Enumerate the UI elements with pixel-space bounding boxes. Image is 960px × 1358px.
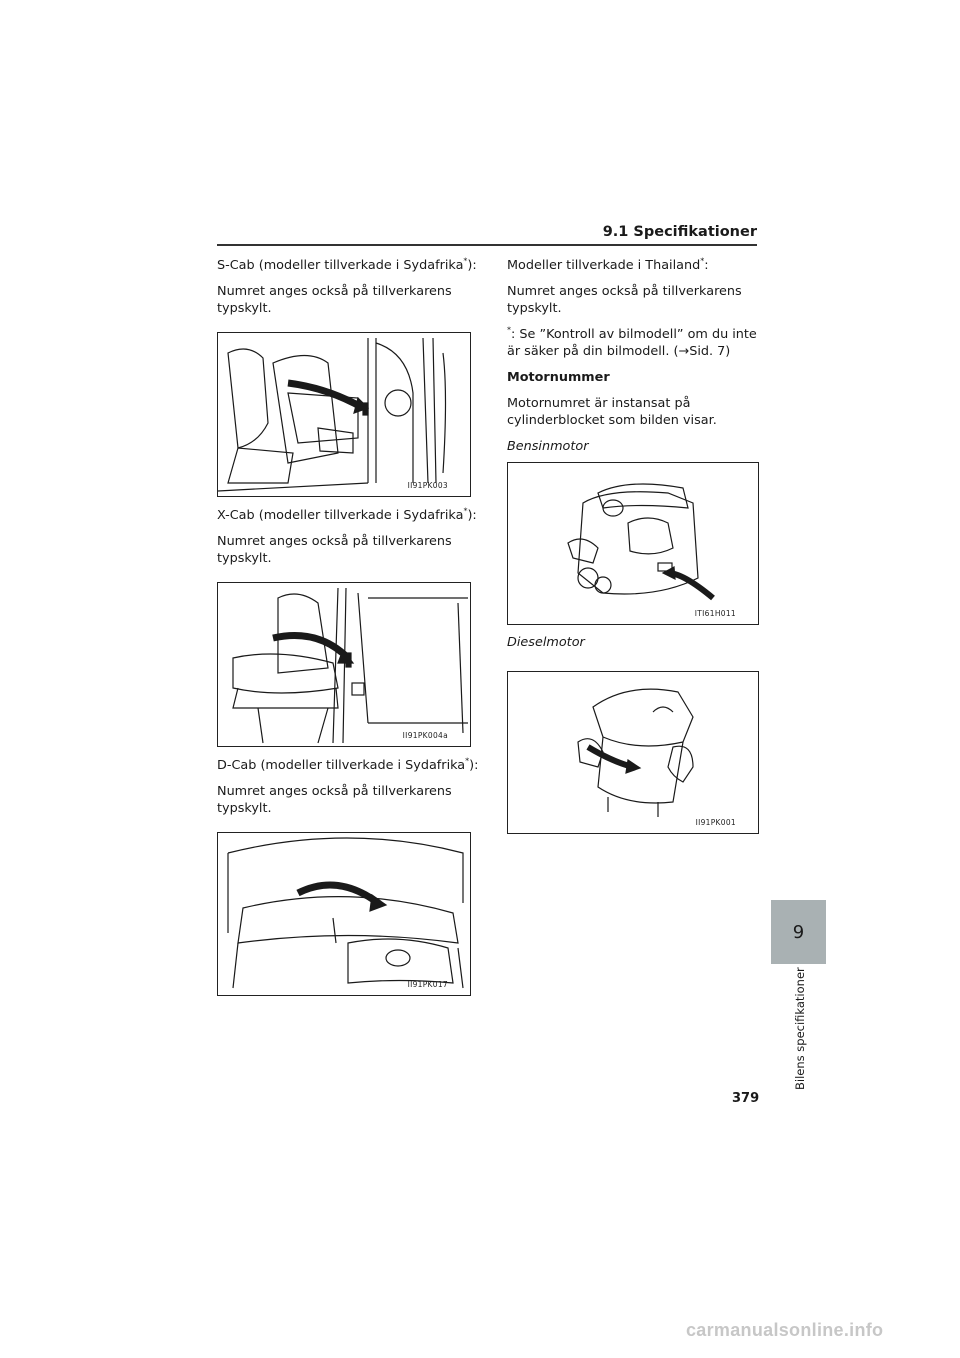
chapter-tab[interactable]: 9	[771, 900, 826, 964]
d-cab-body: Numret anges också på tillverkarens typs…	[217, 784, 452, 816]
page-number: 379	[732, 1091, 760, 1106]
diesel-engine-figure: II91PK001	[507, 671, 759, 834]
d-cab-text: D-Cab (modeller tillverkade i Sydafrika*…	[217, 757, 482, 817]
petrol-engine-figure: ITI61H011	[507, 462, 759, 625]
x-cab-figure: II91PK004a	[217, 582, 471, 747]
engine-number-body: Motornumret är instansat på cylinderbloc…	[507, 396, 717, 428]
left-column: S-Cab (modeller tillverkade i Sydafrika*…	[217, 257, 482, 317]
watermark: carmanualsonline.info	[686, 1320, 884, 1340]
s-cab-illustration	[218, 337, 447, 492]
s-cab-figure: II91PK003	[217, 332, 471, 497]
x-cab-figure-code: II91PK004a	[402, 731, 448, 740]
x-cab-text: X-Cab (modeller tillverkade i Sydafrika*…	[217, 507, 482, 567]
x-cab-heading: X-Cab (modeller tillverkade i Sydafrika*…	[217, 506, 477, 523]
diesel-engine-label: Dieselmotor	[507, 635, 585, 650]
section-title: 9.1 Specifikationer	[602, 224, 757, 240]
petrol-engine-illustration	[567, 483, 715, 601]
header-rule	[217, 244, 757, 246]
s-cab-figure-code: II91PK003	[407, 481, 448, 490]
d-cab-figure-code: II91PK017	[407, 980, 448, 989]
diesel-label-wrap: Dieselmotor	[507, 634, 762, 651]
engine-number-title: Motornummer	[507, 370, 610, 385]
diesel-engine-illustration	[577, 688, 694, 817]
s-cab-heading: S-Cab (modeller tillverkade i Sydafrika*…	[217, 256, 477, 273]
s-cab-body: Numret anges också på tillverkarens typs…	[217, 284, 452, 316]
d-cab-heading: D-Cab (modeller tillverkade i Sydafrika*…	[217, 756, 479, 773]
x-cab-illustration	[232, 587, 468, 744]
x-cab-body: Numret anges också på tillverkarens typs…	[217, 534, 452, 566]
footnote: *: Se ”Kontroll av bilmodell” om du inte…	[507, 325, 757, 359]
petrol-figure-code: ITI61H011	[694, 609, 736, 618]
petrol-engine-label: Bensinmotor	[507, 439, 589, 454]
thailand-heading: Modeller tillverkade i Thailand*:	[507, 256, 709, 273]
thailand-body: Numret anges också på tillverkarens typs…	[507, 284, 742, 316]
right-column: Modeller tillverkade i Thailand*: Numret…	[507, 257, 762, 455]
d-cab-illustration	[227, 837, 464, 989]
d-cab-figure: II91PK017	[217, 832, 471, 996]
chapter-side-label: Bilens specifikationer	[793, 967, 807, 1090]
diesel-figure-code: II91PK001	[695, 818, 736, 827]
